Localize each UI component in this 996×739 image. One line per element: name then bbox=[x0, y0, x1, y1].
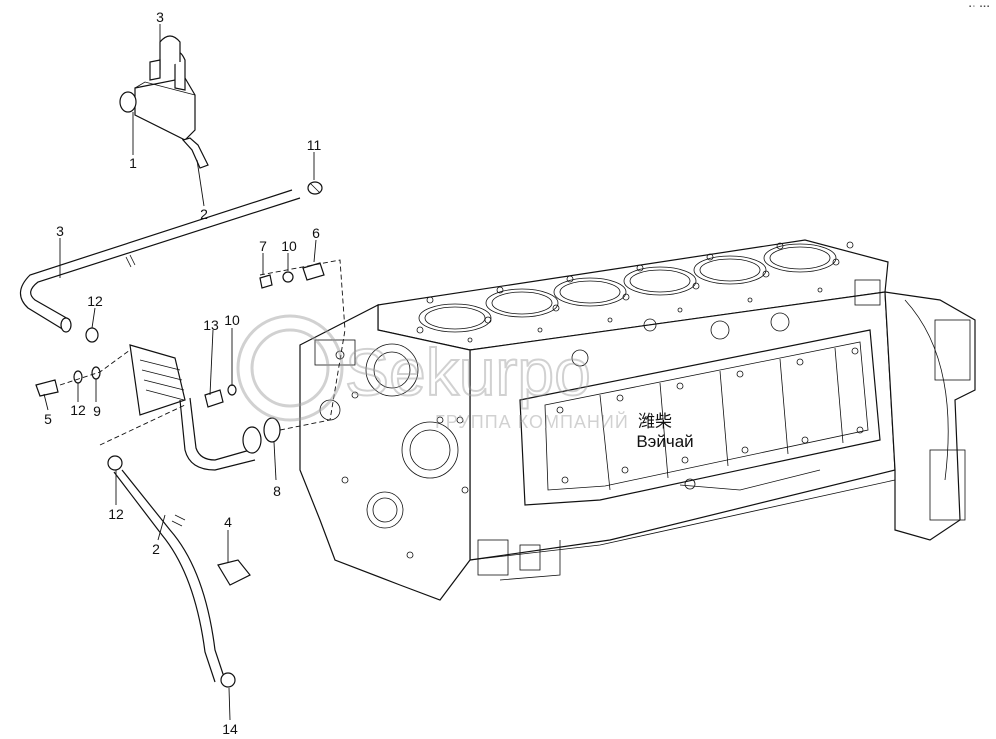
callout-13: 13 bbox=[203, 317, 219, 333]
hose-clip-4 bbox=[217, 559, 251, 586]
callout-5: 5 bbox=[44, 411, 52, 427]
callout-8: 8 bbox=[273, 483, 281, 499]
watermark: Sekurpo ГРУППА КОМПАНИЙ bbox=[236, 314, 629, 432]
callout-12-lower: 12 bbox=[108, 506, 124, 522]
callout-10-top: 10 bbox=[281, 238, 297, 254]
breather-hose-lower bbox=[107, 455, 251, 688]
engine-block bbox=[299, 239, 976, 601]
bolt-washer-group bbox=[35, 349, 131, 397]
callout-11: 11 bbox=[307, 137, 322, 153]
callout-3-left: 3 bbox=[56, 223, 64, 239]
callout-12-upper: 12 bbox=[87, 293, 103, 309]
callout-3-top: 3 bbox=[156, 9, 164, 25]
corner-mark: ▪▫ ▪▪▪ bbox=[968, 3, 990, 10]
separator-pipe bbox=[99, 329, 346, 471]
callout-6: 6 bbox=[312, 225, 320, 241]
watermark-brand: Sekurpo bbox=[345, 335, 591, 409]
callout-4: 4 bbox=[224, 514, 232, 530]
callout-2-top: 2 bbox=[200, 206, 208, 222]
callouts: 3 1 2 11 3 7 10 6 12 13 10 5 12 9 8 4 12… bbox=[44, 9, 321, 737]
hose-clamp-14 bbox=[220, 672, 236, 688]
block-marking-cyrillic: Вэйчай bbox=[636, 432, 693, 451]
watermark-subtitle: ГРУППА КОМПАНИЙ bbox=[435, 411, 629, 432]
fitting-group bbox=[259, 259, 346, 331]
callout-12-mid: 12 bbox=[70, 402, 86, 418]
breather-hose-upper bbox=[19, 189, 301, 333]
breather-assembly bbox=[119, 35, 209, 169]
hose-clamp-12-lower bbox=[107, 455, 123, 471]
callout-9: 9 bbox=[93, 403, 101, 419]
block-marking-chinese: 潍柴 bbox=[638, 412, 672, 431]
callout-2-lower: 2 bbox=[152, 541, 160, 557]
callout-14: 14 bbox=[222, 721, 238, 737]
callout-7: 7 bbox=[259, 238, 267, 254]
callout-10-mid: 10 bbox=[224, 312, 240, 328]
leader-lines bbox=[43, 24, 317, 721]
callout-1: 1 bbox=[129, 155, 137, 171]
hose-clamp-12-upper bbox=[85, 327, 99, 343]
